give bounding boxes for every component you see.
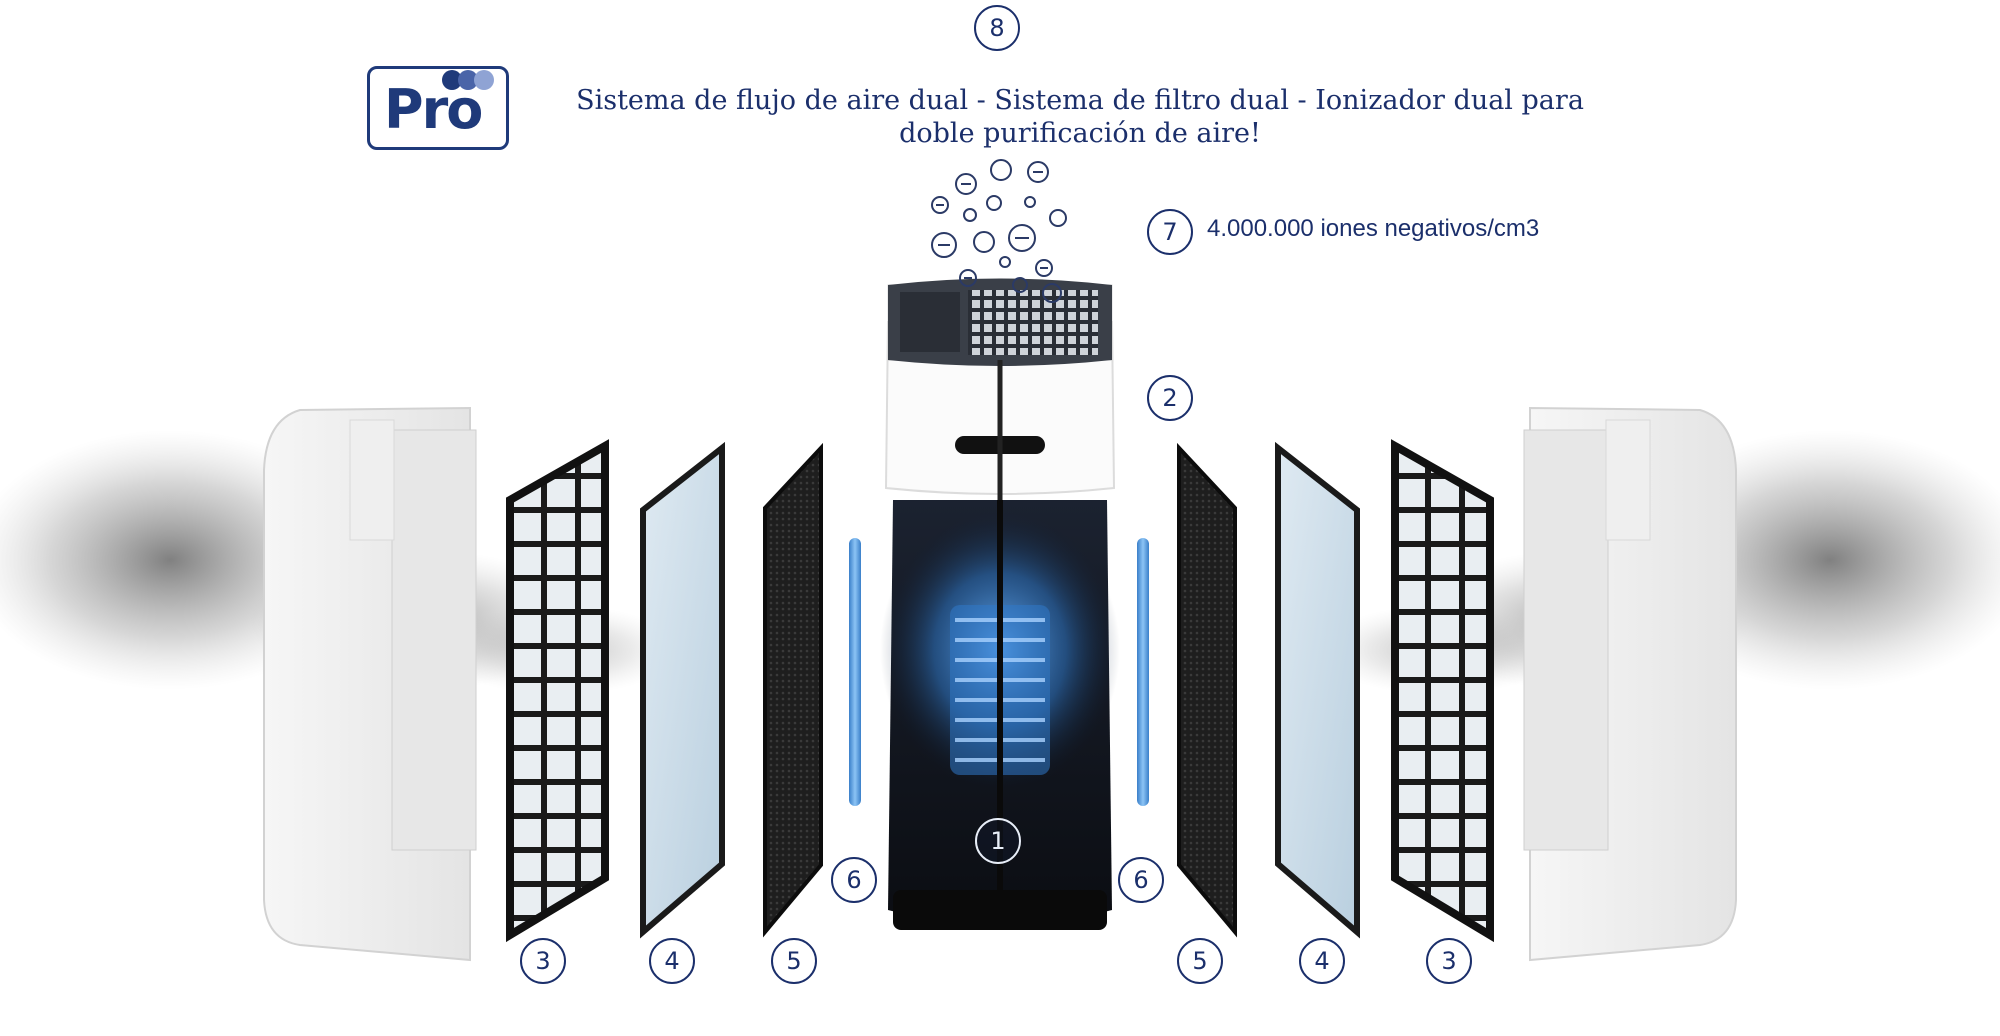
carbon-filter-right — [1177, 442, 1237, 938]
callout-6-left: 6 — [831, 857, 877, 903]
carbon-filter-left — [763, 442, 823, 938]
callout-3-left: 3 — [520, 938, 566, 984]
main-unit — [880, 500, 1120, 930]
pro-logo: Pro — [367, 66, 509, 150]
callout-4-left: 4 — [649, 938, 695, 984]
callout-4-right: 4 — [1299, 938, 1345, 984]
front-cover-left — [263, 406, 477, 962]
prefilter-mesh-right — [1391, 439, 1494, 943]
headline: Sistema de flujo de aire dual - Sistema … — [576, 85, 1584, 149]
uv-lamp-left — [849, 538, 861, 806]
uv-lamp-right — [1137, 538, 1149, 806]
negative-ions — [931, 159, 1067, 303]
callout-5-right: 5 — [1177, 938, 1223, 984]
callout-8: 8 — [974, 5, 1020, 51]
callout-3-right: 3 — [1426, 938, 1472, 984]
top-module — [884, 278, 1116, 500]
callout-5-left: 5 — [771, 938, 817, 984]
callout-2: 2 — [1147, 375, 1193, 421]
prefilter-mesh-left — [506, 439, 609, 943]
callout-6-right: 6 — [1118, 857, 1164, 903]
callout-1: 1 — [975, 818, 1021, 864]
logo-text: Pro — [384, 78, 483, 141]
logo-dots-icon — [442, 70, 494, 90]
front-cover-right — [1523, 406, 1737, 962]
hepa-filter-right — [1275, 441, 1360, 939]
ion-count-label: 4.000.000 iones negativos/cm3 — [1207, 215, 1540, 242]
callout-7: 7 — [1147, 209, 1193, 255]
hepa-filter-left — [640, 441, 725, 939]
